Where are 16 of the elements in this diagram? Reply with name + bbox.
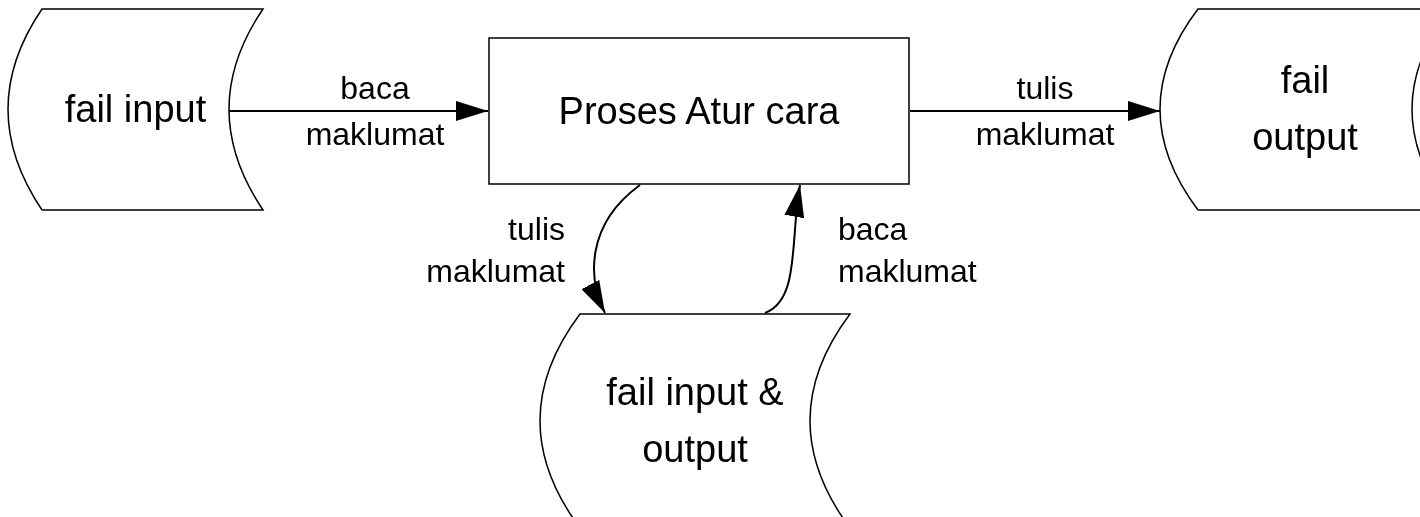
arrow — [764, 184, 806, 314]
stored-data-shape — [540, 313, 850, 517]
process-box — [488, 37, 910, 185]
stored-data-shape — [8, 8, 263, 210]
stored-data-shape — [1160, 8, 1420, 210]
arrow — [582, 184, 641, 314]
edge-label: tulis maklumat — [974, 69, 1116, 154]
node-label: fail output — [1251, 58, 1359, 160]
edge-label: baca maklumat — [304, 69, 446, 154]
arrow — [909, 101, 1161, 121]
arrow — [228, 101, 489, 121]
node-label: fail input & output — [605, 369, 785, 472]
edge-label: tulis maklumat — [425, 210, 565, 291]
edge-label: baca maklumat — [838, 210, 978, 291]
node-label: Proses Atur cara — [558, 88, 840, 134]
node-label: fail input — [64, 86, 207, 132]
